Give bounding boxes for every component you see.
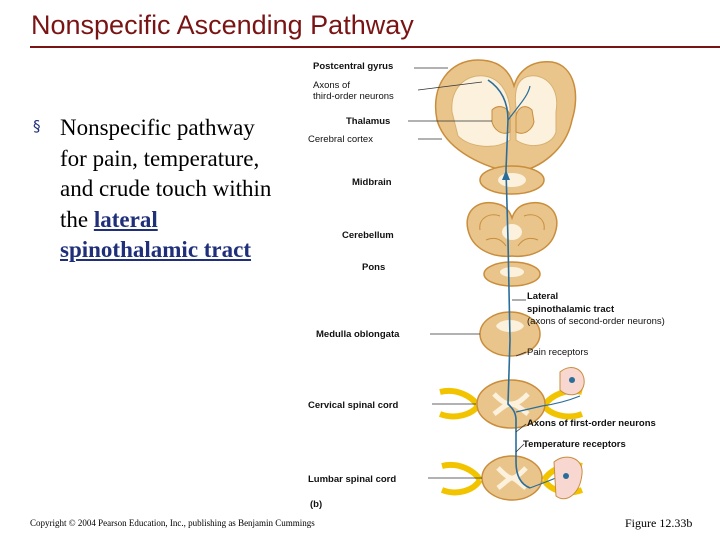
brain-coronal-section: [434, 59, 577, 182]
label-second-order-neurons: (axons of second-order neurons): [527, 316, 665, 327]
label-temperature-receptors: Temperature receptors: [523, 439, 626, 450]
title-divider: [30, 46, 720, 48]
bullet-item: § Nonspecific pathway for pain, temperat…: [33, 113, 283, 266]
slide-title: Nonspecific Ascending Pathway: [31, 10, 414, 40]
label-thalamus: Thalamus: [346, 116, 390, 127]
label-panel-b: (b): [310, 499, 322, 510]
label-axons-third-order-2: third-order neurons: [313, 91, 394, 102]
cerebellum-section: [466, 201, 558, 258]
label-cerebellum: Cerebellum: [342, 230, 394, 241]
label-pons: Pons: [362, 262, 385, 273]
pain-receptor-skin: [559, 367, 585, 396]
label-pain-receptors: Pain receptors: [527, 347, 589, 358]
label-midbrain: Midbrain: [352, 177, 392, 188]
pons-section: [483, 261, 541, 287]
label-cervical-spinal-cord: Cervical spinal cord: [308, 400, 398, 411]
lateral-spinothalamic-link[interactable]: lateral spinothalamic tract: [60, 206, 252, 263]
label-postcentral-gyrus: Postcentral gyrus: [313, 61, 393, 72]
label-lumbar-spinal-cord: Lumbar spinal cord: [308, 474, 396, 485]
label-lateral: Lateral: [527, 291, 558, 302]
label-spinothalamic-tract: spinothalamic tract: [527, 304, 615, 315]
label-cerebral-cortex: Cerebral cortex: [308, 134, 373, 145]
leader-lines: [408, 67, 527, 479]
figure-reference: Figure 12.33b: [625, 516, 693, 530]
label-medulla-oblongata: Medulla oblongata: [316, 329, 400, 340]
copyright-notice: Copyright © 2004 Pearson Education, Inc.…: [30, 518, 315, 528]
bullet-icon: §: [33, 117, 41, 135]
label-axons-third-order-1: Axons of: [313, 80, 350, 91]
midbrain-section: [479, 165, 545, 195]
bullet-text-body: Nonspecific pathway for pain, temperatur…: [60, 115, 272, 232]
bullet-text: Nonspecific pathway for pain, temperatur…: [60, 113, 283, 266]
label-axons-first-order: Axons of first-order neurons: [527, 418, 656, 429]
temperature-receptor-limb: [553, 456, 583, 500]
spinothalamic-tract: [487, 79, 581, 489]
